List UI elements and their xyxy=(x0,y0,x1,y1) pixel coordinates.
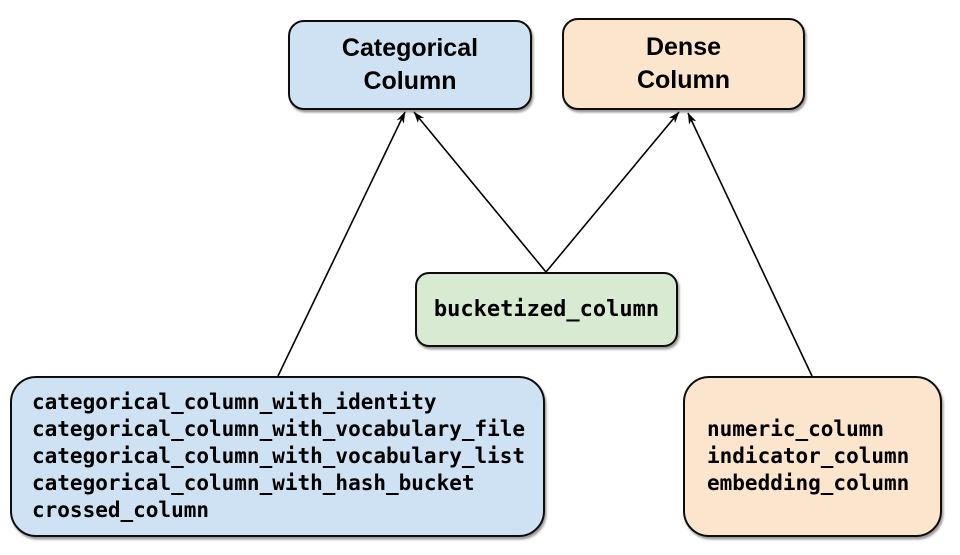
dense-column-label: Dense Column xyxy=(636,33,731,94)
edge-bucketized-column-to-categorical-column xyxy=(413,111,547,273)
edge-categorical-functions-to-categorical-column xyxy=(277,111,406,377)
categorical-column-label: Categorical Column xyxy=(341,34,479,95)
bucketized-column-label: bucketized_column xyxy=(433,297,660,322)
code-item: categorical_column_with_vocabulary_list xyxy=(32,444,526,468)
code-item: crossed_column xyxy=(32,498,210,522)
edge-bucketized-column-to-dense-column xyxy=(545,111,680,273)
code-item: categorical_column_with_vocabulary_file xyxy=(32,417,526,441)
node-categorical-column: Categorical Column xyxy=(288,20,532,110)
node-bucketized-column: bucketized_column xyxy=(415,272,678,347)
code-item: numeric_column xyxy=(707,417,885,441)
node-dense-column: Dense Column xyxy=(562,18,805,110)
code-item: embedding_column xyxy=(707,471,910,495)
node-categorical-functions: categorical_column_with_identity categori… xyxy=(10,376,545,537)
code-item: categorical_column_with_hash_bucket xyxy=(32,471,475,495)
code-item: indicator_column xyxy=(707,444,910,468)
edge-dense-functions-to-dense-column xyxy=(687,112,813,377)
node-dense-functions: numeric_column indicator_column embedding_… xyxy=(683,376,942,537)
code-item: categorical_column_with_identity xyxy=(32,390,437,414)
